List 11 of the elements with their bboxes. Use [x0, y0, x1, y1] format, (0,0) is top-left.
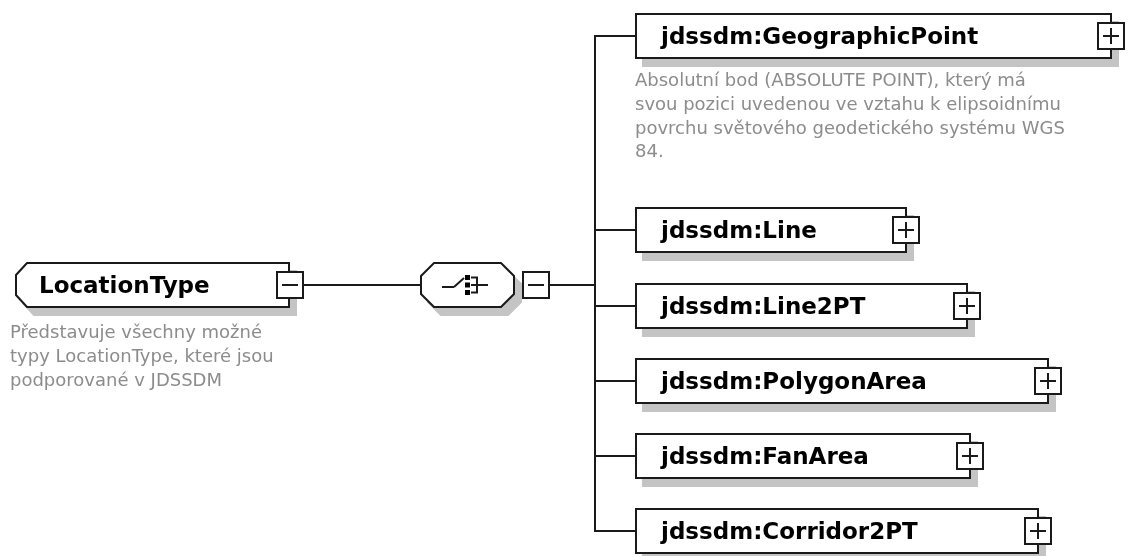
annotation-text: Absolutní bod (ABSOLUTE POINT), který má svou pozici uvedenou ve vztahu k elipsoidnímu povrchu světového geodetického systému WGS 84.	[635, 68, 1065, 163]
element-name: LocationType	[39, 272, 210, 298]
connector-line	[549, 284, 636, 532]
element-name: jdssdm:Corridor2PT	[661, 518, 918, 544]
element-name: jdssdm:GeographicPoint	[661, 23, 979, 49]
element-name: jdssdm:Line	[661, 217, 817, 243]
element-name: jdssdm:Line2PT	[661, 293, 866, 319]
element-name: jdssdm:FanArea	[661, 443, 869, 469]
connector-line	[303, 284, 421, 286]
annotation-text: Představuje všechny možné typy LocationType, které jsou podporované v JDSSDM	[10, 320, 275, 392]
element-name: jdssdm:PolygonArea	[661, 368, 927, 394]
